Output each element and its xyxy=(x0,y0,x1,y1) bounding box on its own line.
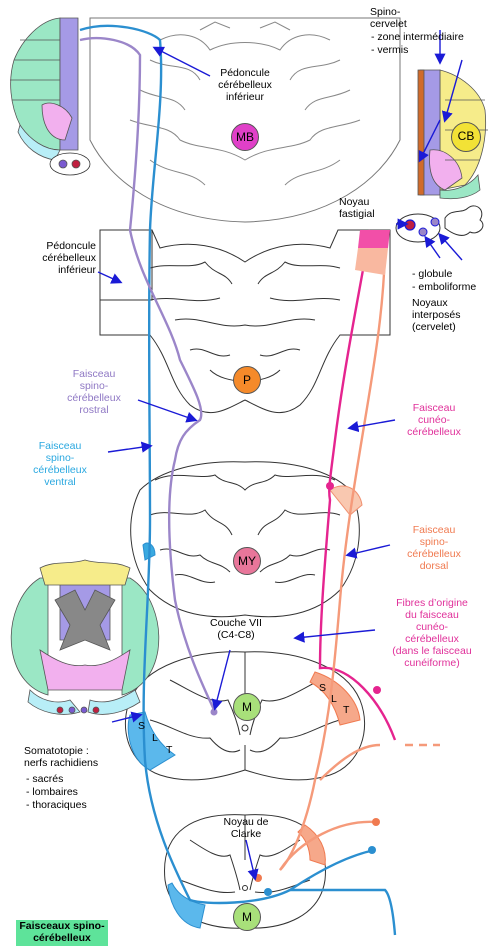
label-faisceau-cuneo: Faisceau cunéo- cérébelleux xyxy=(407,402,461,438)
entry-blocks xyxy=(355,230,390,275)
label-somatotopie-item-2: - lombaires xyxy=(26,786,78,798)
ventral-tract xyxy=(79,24,376,905)
label-somatotopie-item-3: - thoraciques xyxy=(26,799,87,811)
slt-right-t: T xyxy=(343,704,350,716)
slt-left-t: T xyxy=(166,744,173,756)
cerebellum-mid-left xyxy=(10,559,160,715)
slt-right-l: L xyxy=(331,693,337,705)
label-faisceau-rostral: Faisceau spino- cérébelleux rostral xyxy=(67,368,121,416)
rostral-tract xyxy=(79,36,217,713)
medulla-section xyxy=(130,461,363,618)
label-noyaux-item-2: - emboliforme xyxy=(412,281,477,293)
label-noyau-fastigial: Noyau fastigial xyxy=(339,196,375,220)
slt-right-s: S xyxy=(319,682,327,694)
cerebellum-top-left xyxy=(10,17,91,176)
tracts xyxy=(79,24,440,936)
annotation-arrows xyxy=(97,30,463,881)
label-faisceau-dorsal: Faisceau spino- cérébelleux dorsal xyxy=(407,524,461,572)
badge-m-lower: M xyxy=(233,903,261,931)
label-spino-cervelet-item-2: - vermis xyxy=(371,44,409,56)
cerebellar-nuclei xyxy=(395,205,484,243)
label-spino-cervelet: Spino- cervelet xyxy=(370,6,407,30)
label-faisceau-ventral: Faisceau spino- cérébelleux ventral xyxy=(33,440,87,488)
label-somatotopie: Somatotopie : nerfs rachidiens xyxy=(24,745,99,769)
label-somatotopie-item-1: - sacrés xyxy=(26,773,64,785)
label-noyaux-interposes: Noyaux interposés (cervelet) xyxy=(412,297,461,333)
label-spino-cervelet-item-1: - zone intermédiaire xyxy=(371,31,464,43)
label-noyau-clarke: Noyau de Clarke xyxy=(223,816,269,840)
midbrain-section xyxy=(89,17,401,223)
badge-cb: CB xyxy=(451,122,481,152)
slt-left-l: L xyxy=(152,732,158,744)
cuneo-tract xyxy=(318,229,397,741)
badge-m-upper: M xyxy=(233,693,261,721)
label-couche-vii: Couche VII (C4-C8) xyxy=(210,617,262,641)
badge-p: P xyxy=(233,366,261,394)
slt-left-s: S xyxy=(138,720,146,732)
badge-my: MY xyxy=(233,547,261,575)
label-fibres-origine: Fibres d’origine du faisceau cunéo- céré… xyxy=(392,597,472,669)
badge-mb: MB xyxy=(231,123,259,151)
label-noyaux-item-1: - globule xyxy=(412,268,453,280)
label-pedoncule-left: Pédoncule cérébelleux inférieur xyxy=(42,240,96,276)
diagram-title: Faisceaux spino-cérébelleux xyxy=(16,920,108,946)
dorsal-tract xyxy=(279,239,387,871)
spinal-cord-lower xyxy=(164,814,326,929)
label-pedoncule-top: Pédoncule cérébelleux inférieur xyxy=(218,67,272,103)
